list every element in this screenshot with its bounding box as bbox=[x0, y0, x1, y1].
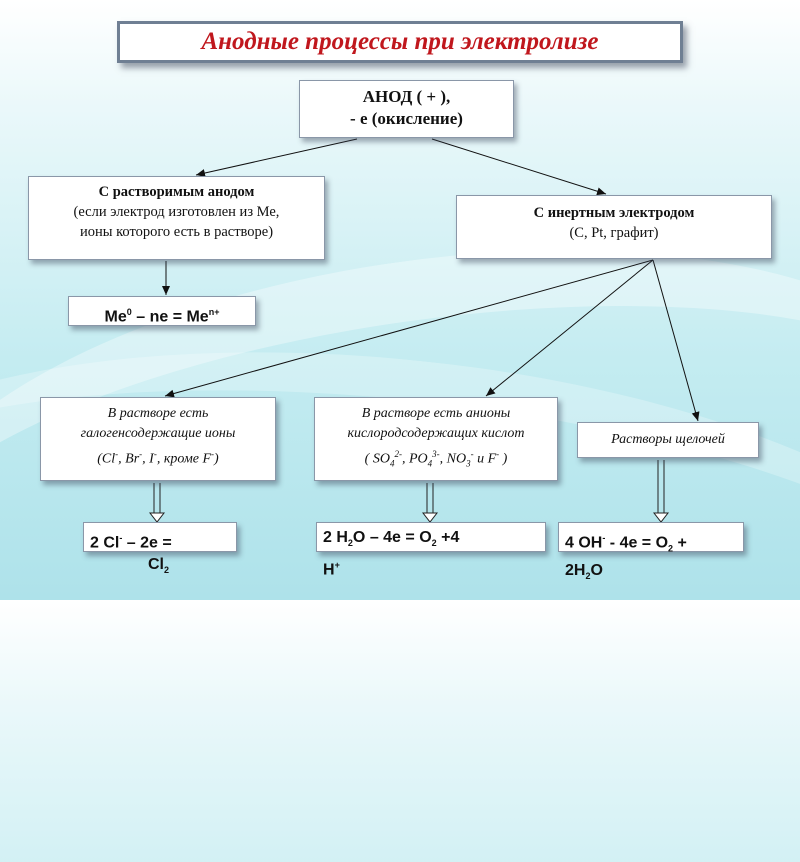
eq-sub: 2 bbox=[347, 538, 353, 549]
double-arrow-halogen bbox=[148, 483, 166, 523]
eq-sub: 2 bbox=[431, 538, 437, 549]
eq-text: 2H bbox=[565, 561, 586, 579]
eq-text: + bbox=[673, 534, 687, 552]
eq-text: +4 bbox=[436, 529, 460, 546]
ion-text: , кроме F bbox=[156, 451, 212, 467]
ion-text: (Cl bbox=[97, 451, 116, 467]
eq-text: H bbox=[323, 561, 335, 579]
soluble-line2: (если электрод изготовлен из Ме, bbox=[73, 204, 280, 220]
ion-charge: - bbox=[496, 449, 500, 459]
arrow-inert-to-halogen bbox=[164, 259, 654, 398]
oxyacid-line3: ( SO42-, PO43-, NO3- и F- ) bbox=[315, 444, 557, 473]
halogen-line1: В растворе есть bbox=[107, 406, 209, 421]
halogen-ions-box: В растворе есть галогенсодержащие ионы (… bbox=[40, 397, 276, 481]
eq-sup: - bbox=[602, 533, 606, 543]
alkali-label: Растворы щелочей bbox=[611, 432, 725, 447]
inert-electrode-box: С инертным электродом (C, Pt, графит) bbox=[456, 195, 772, 259]
alkali-solutions-box: Растворы щелочей bbox=[577, 422, 759, 458]
anode-box: АНОД ( + ), - е (окисление) bbox=[299, 80, 514, 138]
eq-sub: 2 bbox=[164, 565, 170, 576]
soluble-anode-box: С растворимым анодом (если электрод изго… bbox=[28, 176, 325, 260]
soluble-heading: С растворимым анодом bbox=[98, 184, 255, 200]
anode-line1: АНОД ( + ), bbox=[362, 87, 451, 106]
inert-heading: С инертным электродом bbox=[533, 205, 695, 221]
ion-text: , Br bbox=[118, 451, 140, 467]
eq-sup: + bbox=[334, 560, 340, 571]
ion-text: ( SO bbox=[364, 451, 390, 467]
eq-text: – nе = Ме bbox=[131, 308, 209, 326]
connector-arrows bbox=[148, 138, 700, 523]
eq-text: O – 4е = O bbox=[352, 529, 432, 546]
hydroxide-oxidation-equation: 4 OH- - 4е = O2 + 2H2O bbox=[558, 522, 744, 581]
eq-text: 4 OH bbox=[565, 534, 603, 552]
ion-text: , PO bbox=[401, 451, 428, 467]
ion-charge: - bbox=[211, 449, 215, 459]
double-arrow-alkali bbox=[652, 460, 670, 523]
eq-text: Cl bbox=[148, 556, 164, 574]
inert-line2: (C, Pt, графит) bbox=[569, 225, 659, 241]
anode-line2: - е (окисление) bbox=[350, 109, 463, 128]
arrow-inert-to-alkali bbox=[652, 259, 700, 422]
ion-text: , I bbox=[142, 451, 154, 467]
double-arrow-oxyacid bbox=[421, 483, 439, 523]
oxyacid-anions-box: В растворе есть анионы кислородсодержащи… bbox=[314, 397, 558, 481]
metal-oxidation-equation: Ме0 – nе = Меn+ bbox=[68, 296, 256, 326]
oxyacid-line2: кислородсодержащих кислот bbox=[347, 426, 525, 441]
arrow-anode-to-inert bbox=[431, 138, 607, 196]
water-oxidation-equation: 2 H2O – 4е = O2 +4 H+ bbox=[316, 522, 546, 579]
arrow-inert-to-oxyacid bbox=[485, 259, 654, 397]
ion-charge: - bbox=[153, 449, 157, 459]
eq-sub: 2 bbox=[668, 543, 674, 554]
ion-charge: - bbox=[115, 449, 119, 459]
ion-index: 4 bbox=[389, 458, 395, 469]
eq-sup: 0 bbox=[126, 307, 132, 317]
page-title: Анодные процессы при электролизе bbox=[201, 28, 599, 55]
ion-charge: 2- bbox=[394, 449, 402, 459]
arrow-anode-to-soluble bbox=[195, 138, 358, 177]
eq-sup: - bbox=[119, 533, 123, 543]
chloride-oxidation-equation: 2 Cl- – 2е = Cl2 bbox=[83, 522, 237, 576]
ion-text: ) bbox=[214, 451, 219, 467]
oxyacid-line1: В растворе есть анионы bbox=[361, 406, 511, 421]
soluble-line3: ионы которого есть в растворе) bbox=[79, 224, 274, 240]
ion-charge: 3- bbox=[432, 449, 440, 459]
eq-sup: n+ bbox=[208, 307, 220, 317]
eq-text: O bbox=[590, 561, 603, 579]
eq-text: 2 H bbox=[323, 529, 348, 546]
halogen-line3: (Cl-, Br-, I-, кроме F-) bbox=[41, 444, 275, 470]
eq-text: 2 Cl bbox=[90, 534, 120, 552]
ion-index: 3 bbox=[466, 458, 471, 469]
ion-text: , NO bbox=[439, 451, 467, 467]
eq-text: – 2е = bbox=[122, 534, 172, 552]
ion-index: 4 bbox=[427, 458, 433, 469]
title-box: Анодные процессы при электролизе bbox=[117, 21, 683, 63]
ion-charge: - bbox=[139, 449, 143, 459]
ion-text: ) bbox=[499, 451, 508, 467]
ion-text: и F bbox=[473, 451, 497, 467]
eq-text: - 4е = O bbox=[605, 534, 669, 552]
eq-sub: 2 bbox=[585, 570, 591, 581]
ion-charge: - bbox=[470, 449, 474, 459]
eq-text: Ме bbox=[104, 308, 127, 326]
halogen-line2: галогенсодержащие ионы bbox=[80, 426, 236, 441]
